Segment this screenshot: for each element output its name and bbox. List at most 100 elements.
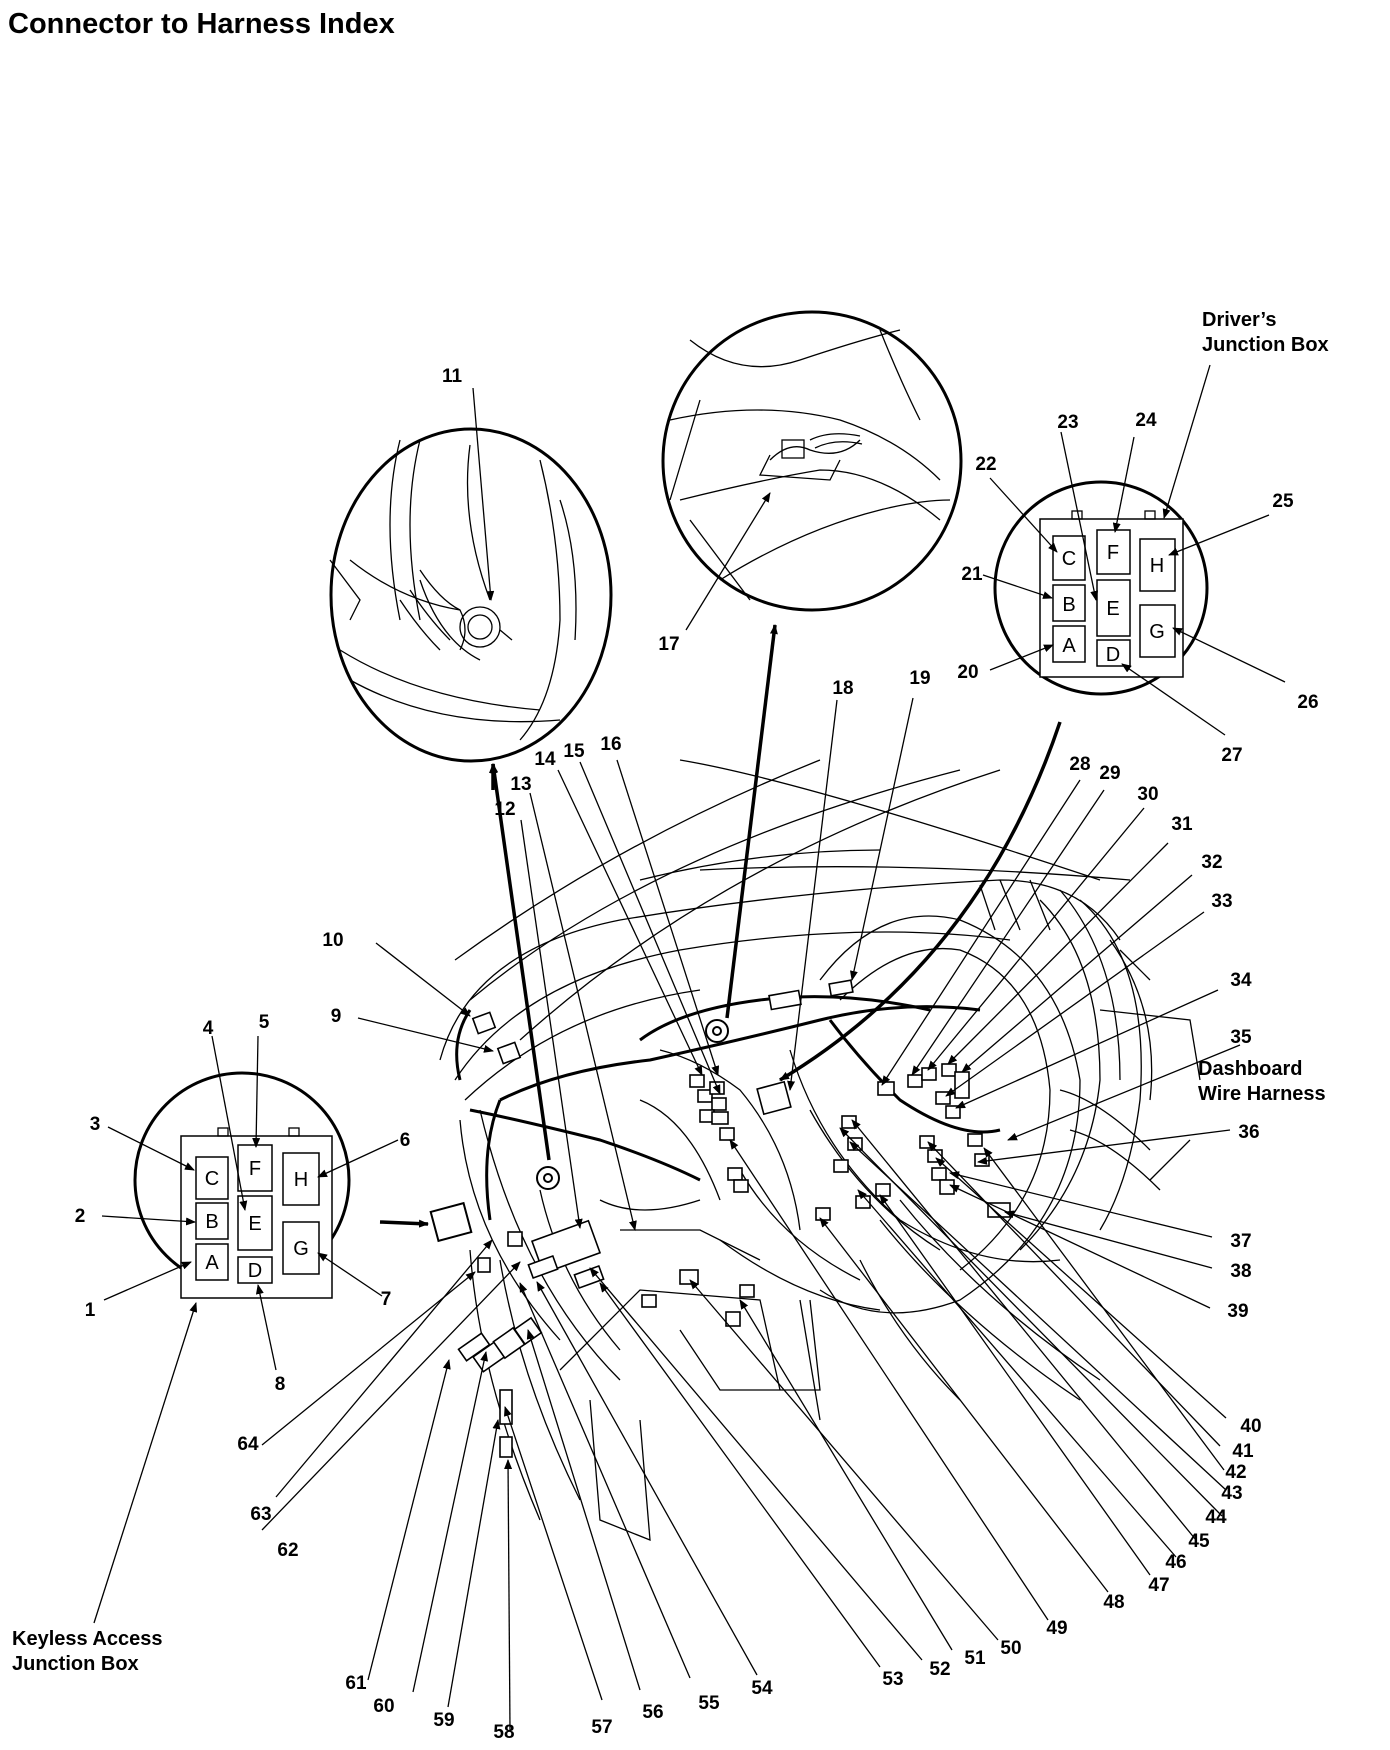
callout-33: 33: [1211, 891, 1232, 912]
callout-62: 62: [277, 1540, 298, 1561]
callout-17: 17: [658, 634, 679, 655]
drivers-slot-e: E: [1106, 598, 1119, 620]
callout-64: 64: [237, 1434, 259, 1455]
callout-34: 34: [1230, 970, 1252, 991]
detail-view-grommet-center: [661, 310, 963, 612]
keyless-slot-b: B: [205, 1211, 218, 1233]
callout-42: 42: [1225, 1462, 1246, 1483]
keyless-box-location-connector: [429, 1201, 473, 1243]
callout-51: 51: [964, 1648, 986, 1669]
callout-41: 41: [1232, 1441, 1254, 1462]
callout-53: 53: [882, 1669, 903, 1690]
dashboard-wire-harness-label: Dashboard Wire Harness: [1198, 1057, 1326, 1107]
callout-63: 63: [250, 1504, 271, 1525]
callout-59: 59: [433, 1710, 454, 1731]
drivers-slot-h: H: [1150, 555, 1164, 577]
drivers-junction-box-label: Driver’s Junction Box: [1202, 308, 1329, 358]
callout-43: 43: [1221, 1483, 1242, 1504]
dashboard-wire-harness-label-line2: Wire Harness: [1198, 1083, 1326, 1105]
callout-31: 31: [1171, 814, 1193, 835]
keyless-slot-a: A: [205, 1252, 219, 1274]
callout-35: 35: [1230, 1027, 1252, 1048]
callout-leader-lines: [93, 364, 1286, 1731]
dashboard-illustration: [439, 759, 1201, 1541]
callout-47: 47: [1148, 1575, 1169, 1596]
keyless-slot-g: G: [293, 1238, 309, 1260]
keyless-access-junction-box-label: Keyless Access Junction Box: [12, 1627, 163, 1677]
callout-39: 39: [1227, 1301, 1248, 1322]
callout-15: 15: [563, 741, 585, 762]
callout-50: 50: [1000, 1638, 1021, 1659]
callout-12: 12: [494, 799, 515, 820]
callout-36: 36: [1238, 1122, 1259, 1143]
callout-19: 19: [909, 668, 930, 689]
callout-11: 11: [442, 366, 463, 387]
callout-57: 57: [591, 1717, 612, 1738]
callout-54: 54: [751, 1678, 773, 1699]
dashboard-connectors: [433, 979, 1011, 1458]
callout-56: 56: [642, 1702, 663, 1723]
callout-25: 25: [1272, 491, 1294, 512]
dashboard-harness-wires: [455, 995, 1001, 1221]
callout-27: 27: [1221, 745, 1242, 766]
grommets: [536, 1019, 729, 1190]
callout-2: 2: [75, 1206, 86, 1227]
callout-52: 52: [929, 1659, 950, 1680]
page-title: Connector to Harness Index: [8, 8, 395, 40]
drivers-junction-box-label-line2: Junction Box: [1202, 334, 1329, 356]
keyless-slot-c: C: [205, 1168, 219, 1190]
keyless-slot-d: D: [248, 1260, 262, 1282]
callout-44: 44: [1205, 1507, 1227, 1528]
callout-30: 30: [1137, 784, 1158, 805]
drivers-slot-c: C: [1062, 548, 1076, 570]
callout-58: 58: [493, 1722, 514, 1743]
keyless-slot-h: H: [294, 1169, 308, 1191]
callout-45: 45: [1188, 1531, 1210, 1552]
callout-38: 38: [1230, 1261, 1251, 1282]
keyless-slot-e: E: [248, 1213, 261, 1235]
callout-24: 24: [1135, 410, 1157, 431]
callout-7: 7: [381, 1289, 392, 1310]
drivers-slot-b: B: [1062, 594, 1075, 616]
callout-49: 49: [1046, 1618, 1067, 1639]
callout-48: 48: [1103, 1592, 1124, 1613]
drivers-slot-g: G: [1149, 621, 1165, 643]
callout-28: 28: [1069, 754, 1090, 775]
callout-1: 1: [85, 1300, 96, 1321]
callout-14: 14: [534, 749, 556, 770]
callout-21: 21: [961, 564, 983, 585]
drivers-junction-box: C B A F E D H G: [993, 480, 1209, 696]
instrument-cluster-outline: [819, 915, 1081, 1314]
callout-numbers: 1 2 3 4 5 6 7 8 9 10 11 12 13 14 15 16 1…: [75, 366, 1319, 1743]
callout-32: 32: [1201, 852, 1222, 873]
callout-26: 26: [1297, 692, 1318, 713]
callout-5: 5: [259, 1012, 270, 1033]
callout-22: 22: [975, 454, 996, 475]
callout-55: 55: [698, 1693, 720, 1714]
keyless-access-junction-box: C B A F E D H G: [133, 1071, 351, 1299]
keyless-access-junction-box-label-line1: Keyless Access: [12, 1628, 163, 1650]
dashboard-wire-harness-label-line1: Dashboard: [1198, 1058, 1303, 1080]
callout-3: 3: [90, 1114, 101, 1135]
callout-4: 4: [203, 1018, 214, 1039]
callout-61: 61: [345, 1673, 367, 1694]
callout-16: 16: [600, 734, 621, 755]
detail-view-grommet-left: [329, 427, 613, 763]
callout-13: 13: [510, 774, 531, 795]
callout-18: 18: [832, 678, 853, 699]
drivers-slot-d: D: [1106, 644, 1120, 666]
keyless-access-junction-box-label-line2: Junction Box: [12, 1653, 139, 1675]
callout-29: 29: [1099, 763, 1120, 784]
callout-20: 20: [957, 662, 978, 683]
drivers-junction-box-label-line1: Driver’s: [1202, 309, 1277, 331]
callout-6: 6: [400, 1130, 411, 1151]
drivers-slot-a: A: [1062, 635, 1076, 657]
callout-60: 60: [373, 1696, 394, 1717]
drivers-slot-f: F: [1107, 542, 1119, 564]
callout-9: 9: [331, 1006, 342, 1027]
callout-37: 37: [1230, 1231, 1251, 1252]
callout-8: 8: [275, 1374, 286, 1395]
keyless-slot-f: F: [249, 1158, 261, 1180]
detail-location-arrows: [379, 624, 1062, 1228]
